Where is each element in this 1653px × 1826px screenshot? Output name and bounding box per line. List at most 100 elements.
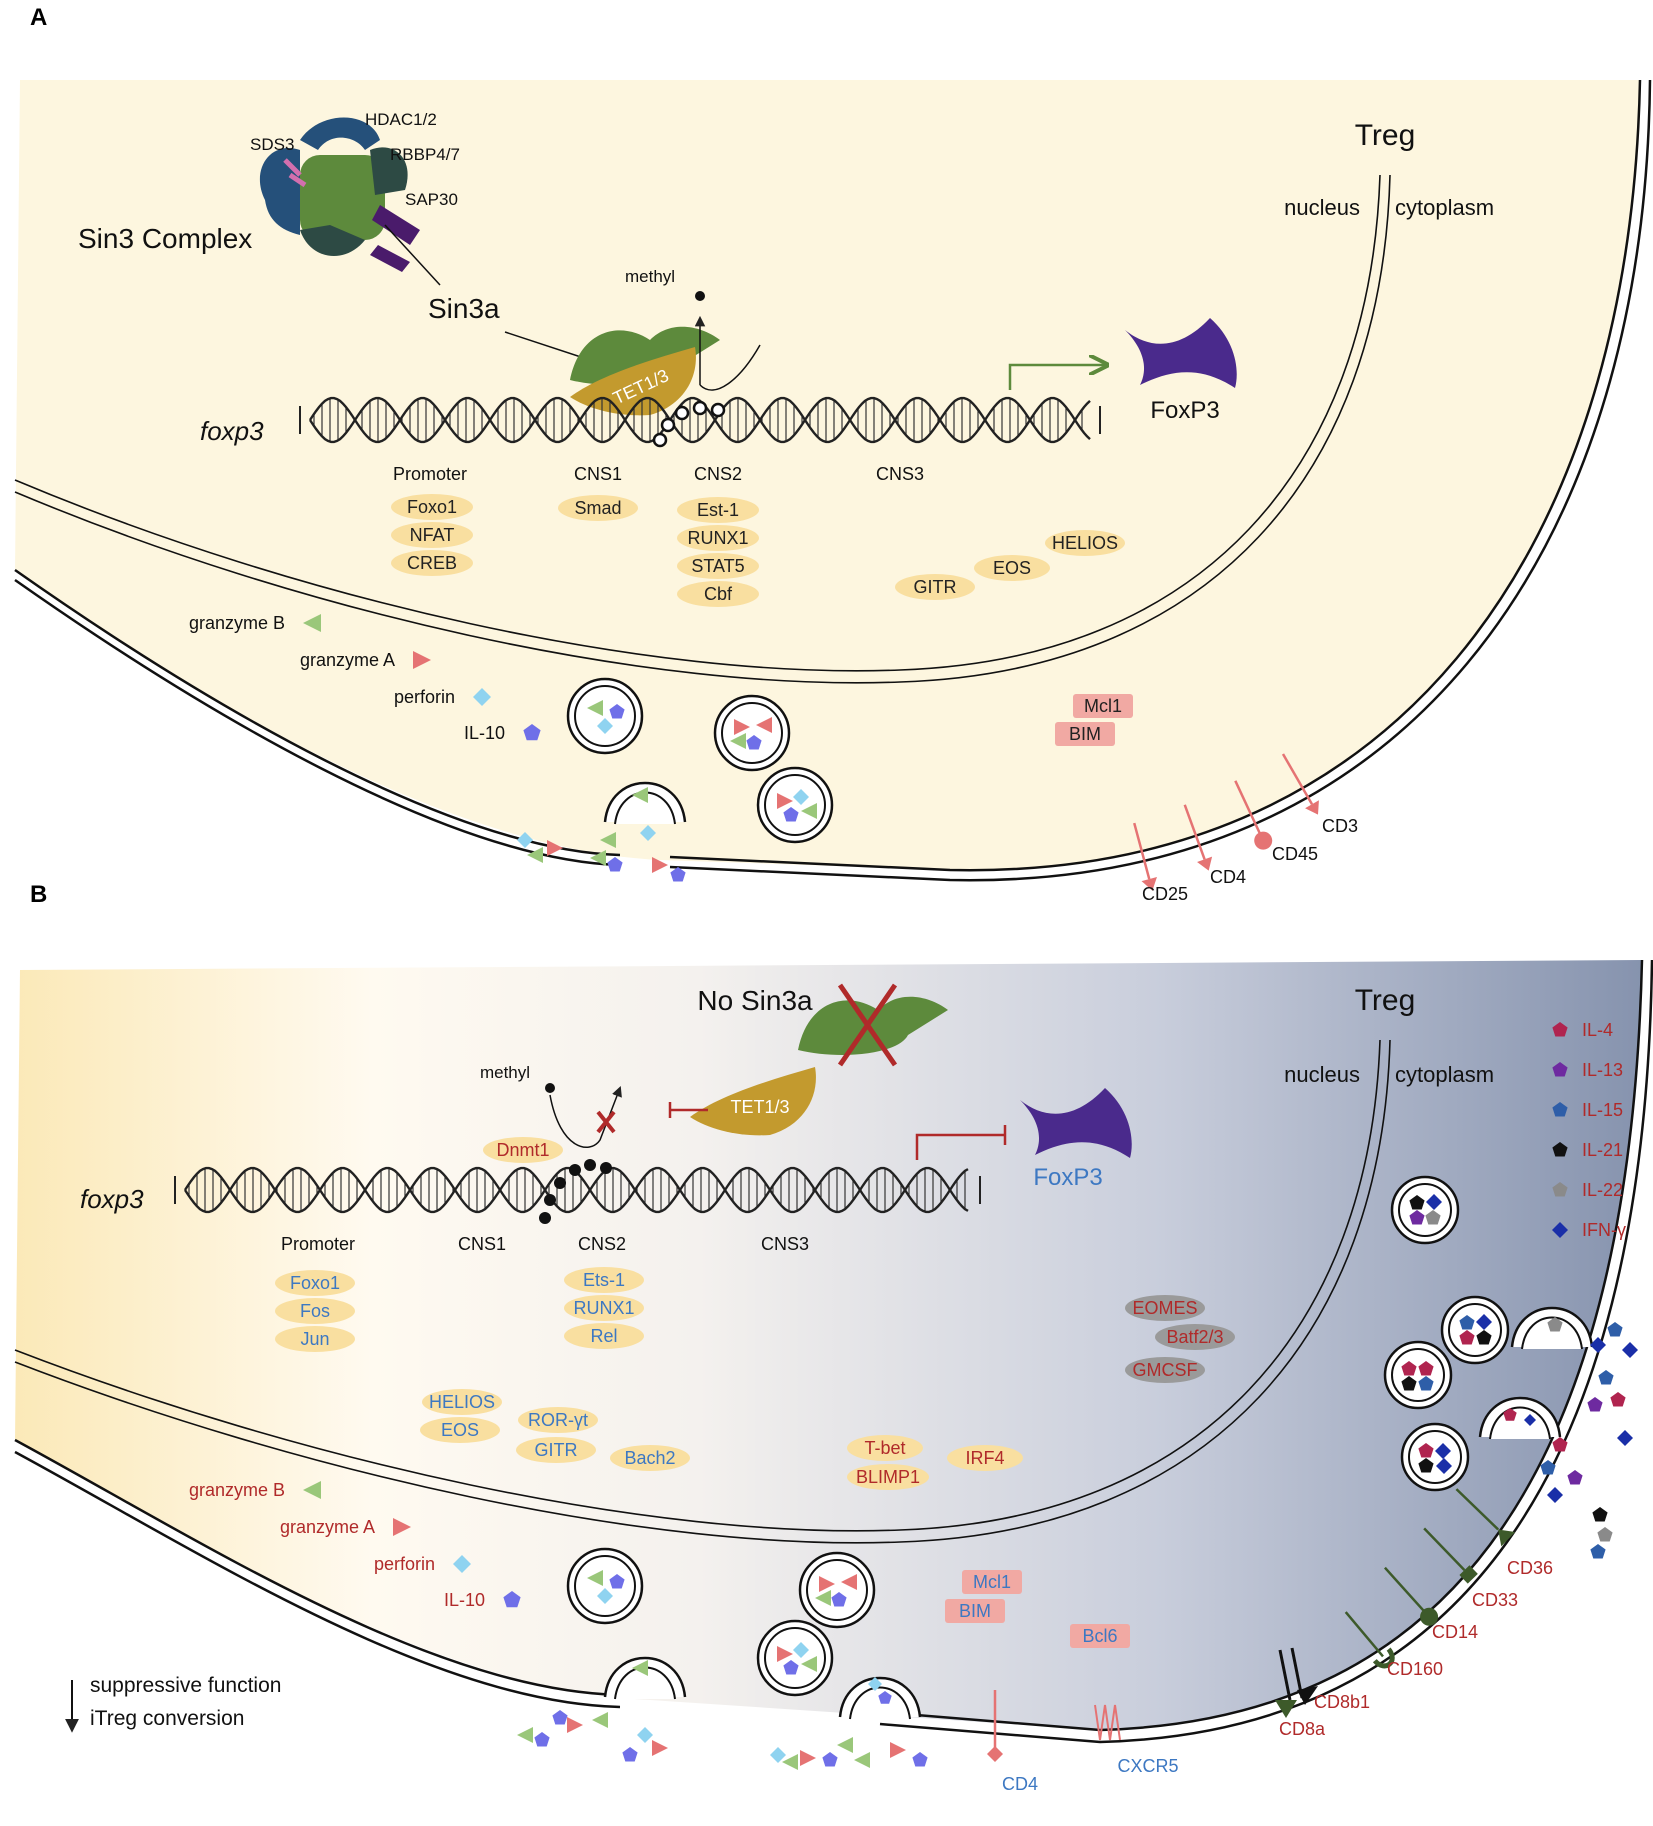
activation-arrow [1008,365,1105,390]
foxp3-protein-icon-a [1125,318,1237,388]
cytokine-vesicle-2-cargo-1 [1418,1361,1434,1376]
vesicle-a-2-cargo-2 [801,803,817,819]
effector-a-icon-0 [303,614,321,632]
released-cytokine-4 [1610,1392,1626,1407]
released-cytokine-13 [1590,1544,1606,1559]
methylated-cpg-1 [544,1194,556,1206]
apoptosis-b-2-label: Bcl6 [1082,1626,1117,1646]
released-b-15 [912,1752,928,1767]
released-cytokine-7 [1552,1437,1568,1452]
cyto-factor-a-0: GITR [895,574,975,600]
apoptosis-b-1-label: BIM [959,1601,991,1621]
cytokine-vesicle-1-cargo-2 [1459,1330,1475,1345]
effector-a-icon-3 [523,724,541,741]
apoptosis-a-1: BIM [1055,722,1115,746]
cytokine-vesicle-1-cargo-0 [1459,1315,1475,1330]
released-a-6 [640,825,656,841]
promoter-factor-a-1-label: NFAT [410,525,455,545]
sin3a-icon [570,326,720,385]
cyto-factor-a-2: HELIOS [1045,530,1125,556]
foxp3-gene-label-a: foxp3 [200,416,264,446]
cytokine-vesicle-3-cargo-3 [1436,1458,1452,1474]
promoter-factor-a-1: NFAT [391,522,473,548]
released-b-5 [637,1727,653,1743]
promoter-factor-a-2: CREB [391,550,473,576]
cytokine-label-0: IL-4 [1582,1020,1613,1040]
receptor-a-1 [1183,804,1213,871]
methyl-label-b: methyl [480,1063,530,1082]
receptor-b-cxcr5 [1094,1704,1121,1741]
released-cytokine-9 [1567,1470,1583,1485]
tet-icon-b: TET1/3 [690,1067,816,1136]
apoptosis-b-2: Bcl6 [1070,1624,1130,1648]
cns2-factor-b-1: RUNX1 [564,1295,644,1321]
grey-factor-b-1: Batf2/3 [1155,1324,1235,1350]
vesicle-a-0-cargo-0 [587,700,603,716]
grey-factor-b-2-label: GMCSF [1133,1360,1198,1380]
cytokine-icon-1 [1552,1062,1568,1077]
panel-b: B [14,881,1653,1744]
methyl-label-a: methyl [625,267,675,286]
effector-b-2: perforin [374,1554,435,1574]
surface-b-4: CD160 [1387,1659,1443,1679]
fusion-b-cargo-0 [632,1660,648,1676]
sin3-complex-icon [259,117,420,272]
methylated-cpg-4 [584,1159,596,1171]
methylated-cpg-5 [600,1162,612,1174]
released-b-12 [837,1737,853,1753]
vesicle-b-0 [566,1547,644,1625]
released-a-1 [527,847,543,863]
absent-cross-icon [837,983,898,1067]
cyto-factor-b-1: EOS [420,1417,500,1443]
foxp3-gene-label-b: foxp3 [80,1184,144,1214]
cytokine-vesicle-0-cargo-1 [1426,1194,1442,1210]
cyto-factor-a-1-label: EOS [993,558,1031,578]
demethylation-block-icon [596,1110,616,1134]
subunit-rbbp: RBBP4/7 [390,145,460,164]
unmethylated-cpg-3 [692,400,708,416]
effector-b-3: IL-10 [444,1590,485,1610]
receptor-b-cd8 [1275,1647,1318,1718]
fusion-b-cargo-2 [878,1691,892,1704]
cytokine-label-1: IL-13 [1582,1060,1623,1080]
cyto-factor-a-1: EOS [974,555,1050,581]
region-b-1: CNS1 [458,1234,506,1254]
cytokine-vesicle-2-cargo-3 [1418,1376,1434,1391]
grey-factor-b-1-label: Batf2/3 [1166,1327,1223,1347]
fusion-a-cargo [632,787,648,803]
released-b-8 [770,1747,786,1763]
effector-b-icon-2 [453,1555,471,1573]
tet-inhibition [668,1102,708,1118]
cyto-factor-b-2: ROR-γt [518,1407,598,1433]
promoter-factor-b-0-label: Foxo1 [290,1273,340,1293]
region-a-2: CNS2 [694,464,742,484]
cns2-factor-a-3: Cbf [677,581,759,607]
apoptosis-a-1-label: BIM [1069,724,1101,744]
region-b-2: CNS2 [578,1234,626,1254]
surface-b-0: CD4 [1002,1774,1038,1794]
methylated-cpg-3 [569,1164,581,1176]
released-a-2 [547,840,563,856]
panel-a: A [14,4,1652,882]
effector-b-icon-0 [303,1481,321,1499]
cytokine-label-4: IL-22 [1582,1180,1623,1200]
promoter-factor-b-2-label: Jun [300,1329,329,1349]
cytokine-icon-3 [1552,1142,1568,1157]
cytokine-fusion-1 [1478,1396,1562,1440]
promoter-factor-b-1: Fos [275,1298,355,1324]
cns1-factor-a-0: Smad [558,495,638,521]
receptor-a-2 [1234,780,1273,850]
panel-b-cell-membrane [14,959,1644,1732]
cytokine-icon-0 [1552,1022,1568,1037]
released-b-1 [534,1732,550,1747]
promoter-factor-a-0: Foxo1 [391,494,473,520]
cyto-factor-b-6: BLIMP1 [847,1464,929,1490]
promoter-factor-b-1-label: Fos [300,1301,330,1321]
cytokine-vesicle-0-cargo-2 [1409,1210,1425,1225]
receptor-b-cd14 [1383,1566,1439,1626]
vesicle-b-1-cargo-3 [815,1590,831,1606]
vesicle-a-1-cargo-0 [734,719,750,735]
vesicle-a-1-cargo-1 [756,717,772,733]
apoptosis-b-1: BIM [945,1599,1005,1623]
